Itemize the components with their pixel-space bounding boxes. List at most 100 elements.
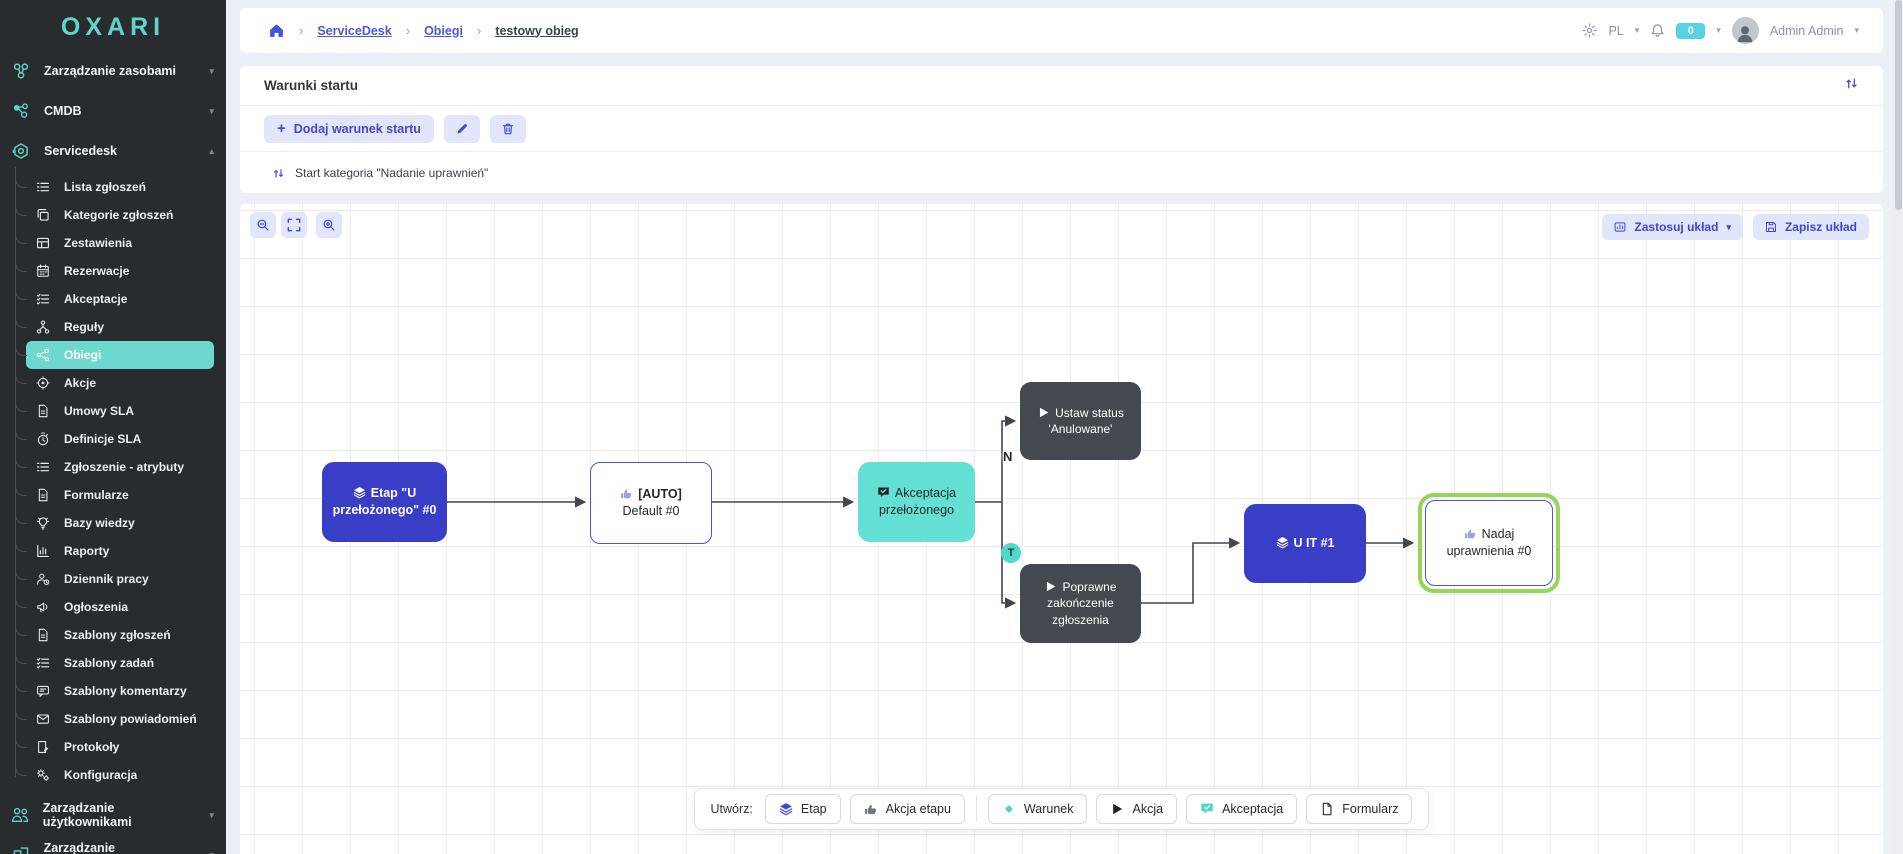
workflow-node-etap-u-przelozonego[interactable]: Etap "U przełożonego" #0 [322, 462, 447, 542]
workflow-node-poprawne-zakonczenie[interactable]: Poprawne zakończenie zgłoszenia [1020, 564, 1141, 643]
sidebar-item-akceptacje[interactable]: Akceptacje [0, 285, 226, 313]
create-warunek-button[interactable]: Warunek [988, 794, 1088, 824]
create-akcja-button[interactable]: Akcja [1096, 794, 1177, 824]
breadcrumb-separator: › [477, 23, 481, 38]
edge-label-no: N [1003, 449, 1012, 464]
sidebar-item-akcje[interactable]: Akcje [0, 369, 226, 397]
sidebar-item-formularze[interactable]: Formularze [0, 481, 226, 509]
save-layout-button[interactable]: Zapisz układ [1753, 214, 1869, 240]
chevron-down-icon[interactable]: ▾ [1854, 25, 1859, 36]
sidebar-item-lista-zgloszen[interactable]: Lista zgłoszeń [0, 173, 226, 201]
cmdb-icon [11, 102, 31, 120]
home-icon[interactable] [268, 22, 285, 39]
node-label: Default #0 [623, 504, 680, 518]
create-akceptacja-button[interactable]: Akceptacja [1186, 794, 1297, 824]
language-selector[interactable]: PL [1608, 24, 1623, 38]
sidebar-group-servicedesk[interactable]: Servicedesk▴ [0, 131, 226, 171]
username[interactable]: Admin Admin [1770, 24, 1844, 38]
start-conditions-card: Warunki startu + Dodaj warunek startu St… [240, 66, 1883, 193]
sidebar-item-label: Reguły [64, 320, 104, 334]
create-akcja-etapu-button[interactable]: Akcja etapu [850, 794, 965, 824]
create-etap-button[interactable]: Etap [765, 794, 841, 824]
gear-icon[interactable] [1582, 23, 1597, 38]
node-label: Etap "U przełożonego" #0 [333, 486, 437, 517]
toolbar-divider [976, 796, 977, 822]
breadcrumb-item-testowy-obieg[interactable]: testowy obieg [495, 24, 578, 38]
sidebar-item-ogloszenia[interactable]: Ogłoszenia [0, 593, 226, 621]
fit-view-button[interactable] [281, 212, 307, 238]
sidebar-item-label: Obiegi [64, 348, 101, 362]
document-icon [34, 404, 51, 418]
sidebar-item-szablony-zadan[interactable]: Szablony zadań [0, 649, 226, 677]
sidebar-item-raporty[interactable]: Raporty [0, 537, 226, 565]
sidebar-item-label: Ogłoszenia [64, 600, 128, 614]
breadcrumb-item-servicedesk[interactable]: ServiceDesk [317, 24, 391, 38]
chevron-down-icon[interactable]: ▾ [1716, 25, 1721, 36]
delete-button[interactable] [490, 115, 526, 143]
sidebar-item-label: Lista zgłoszeń [64, 180, 146, 194]
create-button-label: Akcja etapu [886, 802, 951, 816]
sidebar-group-cmdb[interactable]: CMDB▾ [0, 91, 226, 131]
sidebar-item-bazy-wiedzy[interactable]: Bazy wiedzy [0, 509, 226, 537]
edge-label-yes: T [1001, 543, 1021, 563]
swap-vertical-icon[interactable] [1844, 76, 1859, 95]
sidebar-item-zgloszenie-atrybuty[interactable]: Zgłoszenie - atrybuty [0, 453, 226, 481]
notification-badge[interactable]: 0 [1676, 23, 1705, 39]
sidebar-item-szablony-powiadomien[interactable]: Szablony powiadomień [0, 705, 226, 733]
edit-button[interactable] [444, 115, 480, 143]
sidebar-item-szablony-zgloszen[interactable]: Szablony zgłoszeń [0, 621, 226, 649]
sidebar-item-zestawienia[interactable]: Zestawienia [0, 229, 226, 257]
breadcrumb-item-obiegi[interactable]: Obiegi [424, 24, 463, 38]
scrollbar-thumb[interactable] [1895, 0, 1902, 210]
chevron-down-icon: ▾ [209, 810, 214, 821]
workflow-node-akceptacja-przelozonego[interactable]: Akceptacja przełożonego [858, 462, 975, 542]
sidebar-item-definicje-sla[interactable]: Definicje SLA [0, 425, 226, 453]
workflow-icon [34, 348, 51, 362]
sidebar-item-protokoly[interactable]: Protokoły [0, 733, 226, 761]
workflow-node-auto-default[interactable]: [AUTO]Default #0 [590, 462, 712, 544]
play-icon [1110, 802, 1124, 816]
sidebar-item-umowy-sla[interactable]: Umowy SLA [0, 397, 226, 425]
gears-icon [34, 768, 51, 782]
sidebar-item-dziennik-pracy[interactable]: Dziennik pracy [0, 565, 226, 593]
sidebar-item-konfiguracja[interactable]: Konfiguracja [0, 761, 226, 789]
layout-icon [1614, 221, 1626, 233]
sidebar-item-label: Protokoły [64, 740, 119, 754]
sidebar-item-label: Formularze [64, 488, 129, 502]
sidebar-item-rezerwacje[interactable]: Rezerwacje [0, 257, 226, 285]
sidebar-item-obiegi[interactable]: Obiegi [26, 341, 214, 369]
workflow-node-nadaj-uprawnienia[interactable]: Nadaj uprawnienia #0 [1425, 500, 1553, 586]
zoom-out-button[interactable] [250, 212, 276, 238]
chevron-down-icon: ▾ [209, 66, 214, 77]
play-icon [1037, 406, 1050, 419]
sidebar-group-zarzadzanie-dokumentami[interactable]: Zarządzanie dokumentami▾ [0, 835, 226, 854]
workflow-canvas[interactable]: Zastosuj układ ▾ Zapisz układ [240, 204, 1883, 854]
list-icon [34, 460, 51, 474]
avatar[interactable] [1732, 17, 1759, 44]
bell-icon[interactable] [1650, 23, 1665, 38]
selection-outline: Nadaj uprawnienia #0 [1418, 493, 1560, 593]
plus-icon: + [277, 120, 286, 137]
sidebar-item-szablony-komentarzy[interactable]: Szablony komentarzy [0, 677, 226, 705]
add-start-condition-button[interactable]: + Dodaj warunek startu [264, 115, 434, 143]
chevron-down-icon[interactable]: ▾ [1635, 25, 1640, 36]
start-condition-row[interactable]: Start kategoria "Nadanie uprawnień" [240, 152, 1883, 194]
sidebar-group-zarzadzanie-uzytkownikami[interactable]: Zarządzanie użytkownikami▾ [0, 795, 226, 835]
sidebar-item-label: Akceptacje [64, 292, 127, 306]
form-icon [1320, 802, 1334, 816]
create-button-label: Warunek [1024, 802, 1074, 816]
sidebar-group-zarzadzanie-zasobami[interactable]: Zarządzanie zasobami▾ [0, 51, 226, 91]
zoom-in-button[interactable] [316, 212, 342, 238]
topbar: ›ServiceDesk›Obiegi›testowy obieg PL ▾ 0… [240, 8, 1883, 53]
sidebar-item-reguly[interactable]: Reguły [0, 313, 226, 341]
create-button-label: Akceptacja [1222, 802, 1283, 816]
sidebar-item-kategorie-zgloszen[interactable]: Kategorie zgłoszeń [0, 201, 226, 229]
workflow-node-ustaw-status-anulowane[interactable]: Ustaw status 'Anulowane' [1020, 382, 1141, 460]
layers-icon [779, 802, 793, 816]
apply-layout-button[interactable]: Zastosuj układ ▾ [1602, 214, 1743, 240]
scrollbar[interactable] [1894, 0, 1903, 854]
chevron-down-icon: ▾ [1726, 222, 1731, 233]
workflow-node-u-it-1[interactable]: U IT #1 [1244, 504, 1366, 583]
create-formularz-button[interactable]: Formularz [1306, 794, 1412, 824]
assets-icon [11, 62, 31, 80]
